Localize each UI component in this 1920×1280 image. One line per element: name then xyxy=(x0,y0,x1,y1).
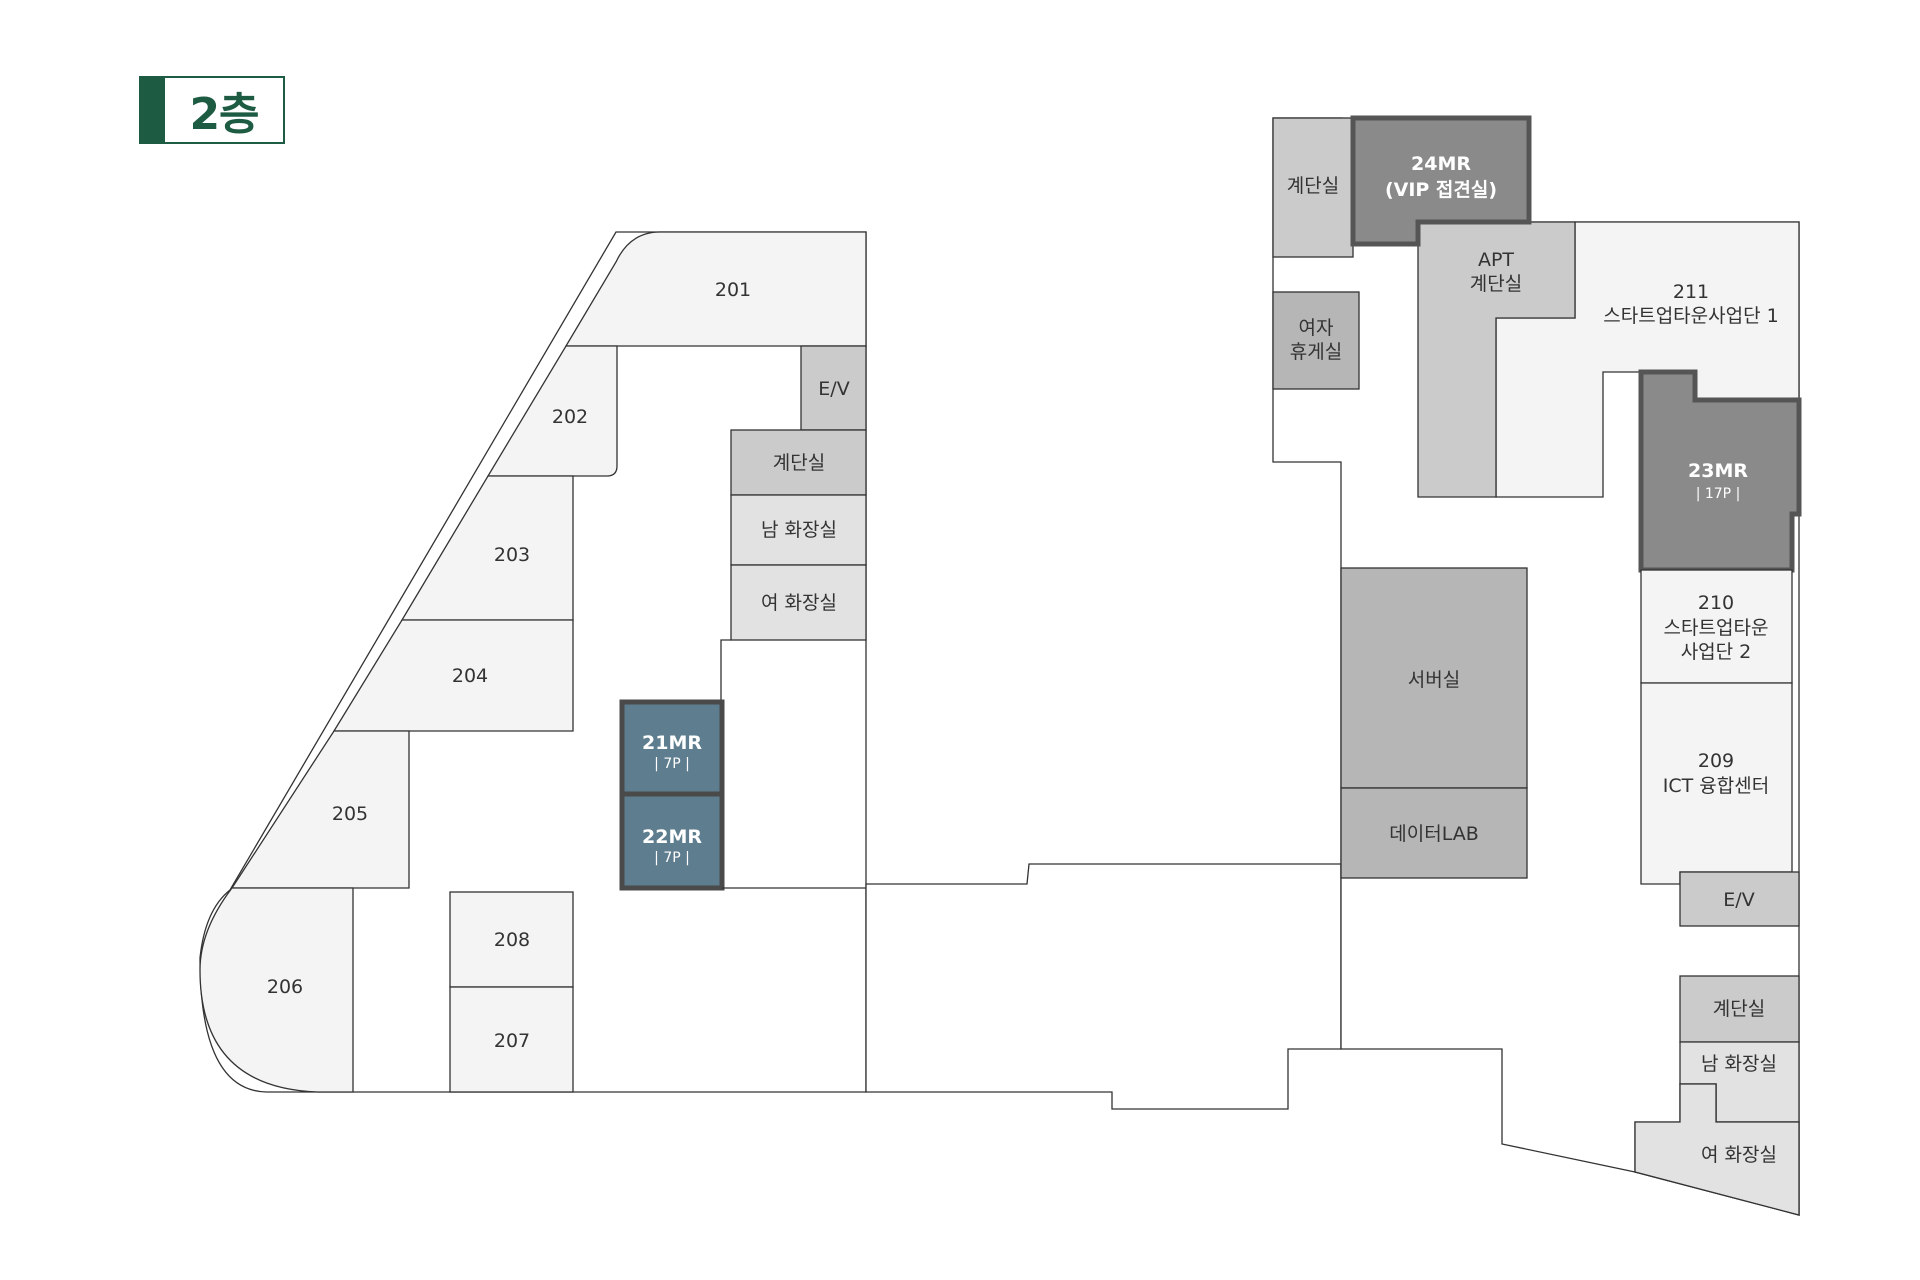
floor-badge-bar xyxy=(141,78,165,142)
label-24mr-sub: (VIP 접견실) xyxy=(1385,179,1497,201)
room-203[interactable] xyxy=(400,475,574,621)
label-204: 204 xyxy=(452,665,488,687)
label-210-line1: 스타트업타운 xyxy=(1664,617,1769,639)
womens-restroom-right-fill xyxy=(1634,1083,1800,1216)
room-205[interactable] xyxy=(230,730,410,889)
womens-lounge xyxy=(1272,291,1360,390)
room-204[interactable] xyxy=(332,619,574,732)
server-room[interactable] xyxy=(1340,567,1528,789)
room-206[interactable] xyxy=(199,887,354,1093)
label-apt: APT xyxy=(1478,249,1514,271)
stairs-top xyxy=(1272,117,1354,258)
meeting-room-22mr[interactable] xyxy=(619,791,725,891)
label-elevator-left: E/V xyxy=(818,378,849,400)
stairs-left xyxy=(730,429,867,496)
label-apt-stairs: 계단실 xyxy=(1470,273,1522,295)
label-201: 201 xyxy=(715,279,751,301)
data-lab[interactable] xyxy=(1340,787,1528,879)
label-206: 206 xyxy=(267,976,303,998)
elevator-right xyxy=(1679,871,1800,927)
corridor-wall-left xyxy=(720,639,731,700)
label-elevator-right: E/V xyxy=(1723,889,1754,911)
label-mens-right: 남 화장실 xyxy=(1701,1053,1777,1075)
floor-badge: 2층 xyxy=(139,76,285,144)
label-211-name: 스타트업타운사업단 1 xyxy=(1603,305,1778,327)
label-209-name: ICT 융합센터 xyxy=(1663,775,1769,797)
label-22mr: 22MR xyxy=(642,826,702,848)
room-201[interactable] xyxy=(564,231,867,347)
middle-connector xyxy=(865,863,1342,1110)
label-211-number: 211 xyxy=(1673,281,1709,303)
label-21mr: 21MR xyxy=(642,732,702,754)
label-server-room: 서버실 xyxy=(1408,669,1460,691)
label-stairs-left: 계단실 xyxy=(773,452,825,474)
label-data-lab: 데이터LAB xyxy=(1389,823,1479,845)
meeting-room-24mr[interactable] xyxy=(1350,115,1532,247)
label-207: 207 xyxy=(494,1030,530,1052)
room-207[interactable] xyxy=(449,986,574,1093)
label-203: 203 xyxy=(494,544,530,566)
label-23mr: 23MR xyxy=(1688,460,1748,482)
label-22mr-capacity: | 7P | xyxy=(654,850,690,866)
label-21mr-capacity: | 7P | xyxy=(654,756,690,772)
label-womens-right: 여 화장실 xyxy=(1701,1144,1777,1166)
label-24mr: 24MR xyxy=(1411,153,1471,175)
label-womens-left: 여 화장실 xyxy=(761,592,837,614)
elevator-left xyxy=(800,345,867,431)
meeting-room-21mr[interactable] xyxy=(619,699,725,797)
label-womens-lounge-2: 휴게실 xyxy=(1290,341,1342,363)
label-stairs-right: 계단실 xyxy=(1713,998,1765,1020)
label-23mr-capacity: | 17P | xyxy=(1696,486,1741,502)
apt-stairs xyxy=(1417,221,1576,498)
room-202[interactable] xyxy=(486,345,618,477)
label-womens-lounge-1: 여자 xyxy=(1299,317,1334,339)
label-210-line2: 사업단 2 xyxy=(1681,641,1752,663)
room-208[interactable] xyxy=(449,891,574,988)
label-stairs-top: 계단실 xyxy=(1287,175,1339,197)
mens-restroom-left xyxy=(730,494,867,566)
womens-restroom-left xyxy=(730,564,867,641)
floor-label: 2층 xyxy=(189,89,259,140)
label-205: 205 xyxy=(332,803,368,825)
room-210[interactable] xyxy=(1640,569,1793,684)
label-mens-left: 남 화장실 xyxy=(761,519,837,541)
label-202: 202 xyxy=(552,406,588,428)
label-208: 208 xyxy=(494,929,530,951)
label-210-number: 210 xyxy=(1698,592,1734,614)
label-209-number: 209 xyxy=(1698,750,1734,772)
